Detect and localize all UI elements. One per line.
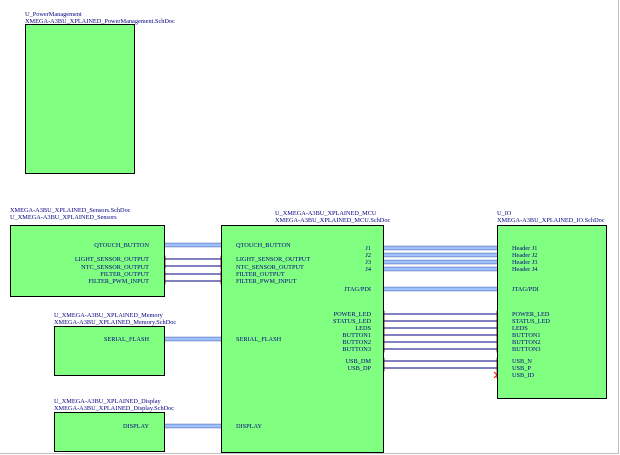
mcu-port-filter-output: FILTER_OUTPUT: [236, 271, 285, 278]
memory-block-filename: XMEGA-A3BU_XPLAINED_Memory.SchDoc: [54, 319, 177, 326]
io-block-designator: U_IO: [497, 210, 512, 217]
io-port-header-j2: Header J2: [512, 252, 538, 259]
io-port-usb-id: USB_ID: [512, 372, 535, 379]
sensors-port-light-sensor-output: LIGHT_SENSOR_OUTPUT: [74, 256, 149, 263]
memory-block-designator: U_XMEGA-A3BU_XPLAINED_Memory: [54, 312, 163, 319]
sensors-block-filename: U_XMEGA-A3BU_XPLAINED_Sensors: [10, 214, 117, 221]
mcu-port-leds: LEDS: [355, 325, 371, 332]
mcu-port-button2: BUTTON2: [342, 339, 371, 346]
mcu-port-filter-pwm-input: FILTER_PWM_INPUT: [236, 278, 297, 285]
mcu-port-button3: BUTTON3: [342, 346, 371, 353]
io-port-button1: BUTTON1: [512, 332, 541, 339]
mcu-port-light-sensor-output: LIGHT_SENSOR_OUTPUT: [236, 256, 311, 263]
io-port-jtag-pdi: JTAG/PDI: [512, 286, 539, 293]
wires-layer: [160, 242, 502, 429]
mcu-port-j1: J1: [365, 245, 371, 252]
display-block-filename: XMEGA-A3BU_XPLAINED_Display.SchDoc: [54, 405, 175, 412]
mcu-port-usb-dm: USB_DM: [345, 358, 371, 365]
mcu-port-display: DISPLAY: [236, 423, 263, 430]
io-port-status-led: STATUS_LED: [512, 318, 550, 325]
io-block[interactable]: [497, 225, 607, 399]
display-block[interactable]: [54, 412, 165, 452]
mcu-port-serial-flash: SERIAL_FLASH: [236, 336, 282, 343]
mcu-port-button1: BUTTON1: [342, 332, 371, 339]
io-port-power-led: POWER_LED: [512, 311, 550, 318]
io-port-leds: LEDS: [512, 325, 528, 332]
mcu-port-j4: J4: [365, 266, 371, 273]
mcu-block-designator: U_XMEGA-A3BU_XPLAINED_MCU: [275, 210, 377, 217]
mcu-port-qtouch-button: QTOUCH_BUTTON: [236, 242, 291, 249]
mcu-port-ntc-sensor-output: NTC_SENSOR_OUTPUT: [236, 264, 304, 271]
power-block-filename: XMEGA-A3BU_XPLAINED_PowerManagement.SchD…: [25, 18, 175, 25]
sensors-port-ntc-sensor-output: NTC_SENSOR_OUTPUT: [81, 264, 149, 271]
io-port-usb-n: USB_N: [512, 358, 532, 365]
sensors-block-designator: XMEGA-A3BU_XPLAINED_Sensors.SchDoc: [10, 207, 131, 214]
memory-port-serial-flash: SERIAL_FLASH: [103, 336, 149, 343]
power-management-block[interactable]: [25, 24, 135, 174]
io-port-header-j4: Header J4: [512, 266, 538, 273]
sensors-block[interactable]: [10, 225, 165, 297]
mcu-port-usb-dp: USB_DP: [347, 365, 371, 372]
sensors-port-qtouch-button: QTOUCH_BUTTON: [94, 242, 149, 249]
io-port-header-j3: Header J3: [512, 259, 538, 266]
mcu-block[interactable]: [221, 225, 384, 453]
io-port-button2: BUTTON2: [512, 339, 541, 346]
io-port-button3: BUTTON3: [512, 346, 541, 353]
display-port-display: DISPLAY: [122, 423, 149, 430]
mcu-port-status-led: STATUS_LED: [333, 318, 371, 325]
mcu-port-j2: J2: [365, 252, 371, 259]
io-block-filename: XMEGA-A3BU_XPLAINED_IO.SchDoc: [497, 217, 605, 224]
mcu-port-power-led: POWER_LED: [333, 311, 371, 318]
sensors-port-filter-output: FILTER_OUTPUT: [100, 271, 149, 278]
power-block-designator: U_PowerManagement: [25, 11, 82, 18]
mcu-port-jtag-pdi: JTAG/PDI: [344, 286, 371, 293]
mcu-block-filename: XMEGA-A3BU_XPLAINED_MCU.SchDoc: [275, 217, 391, 224]
memory-block[interactable]: [54, 326, 165, 376]
mcu-port-j3: J3: [365, 259, 371, 266]
io-port-header-j1: Header J1: [512, 245, 538, 252]
display-block-designator: U_XMEGA-A3BU_XPLAINED_Display: [54, 398, 161, 405]
sensors-port-filter-pwm-input: FILTER_PWM_INPUT: [88, 278, 149, 285]
io-port-usb-p: USB_P: [512, 365, 531, 372]
